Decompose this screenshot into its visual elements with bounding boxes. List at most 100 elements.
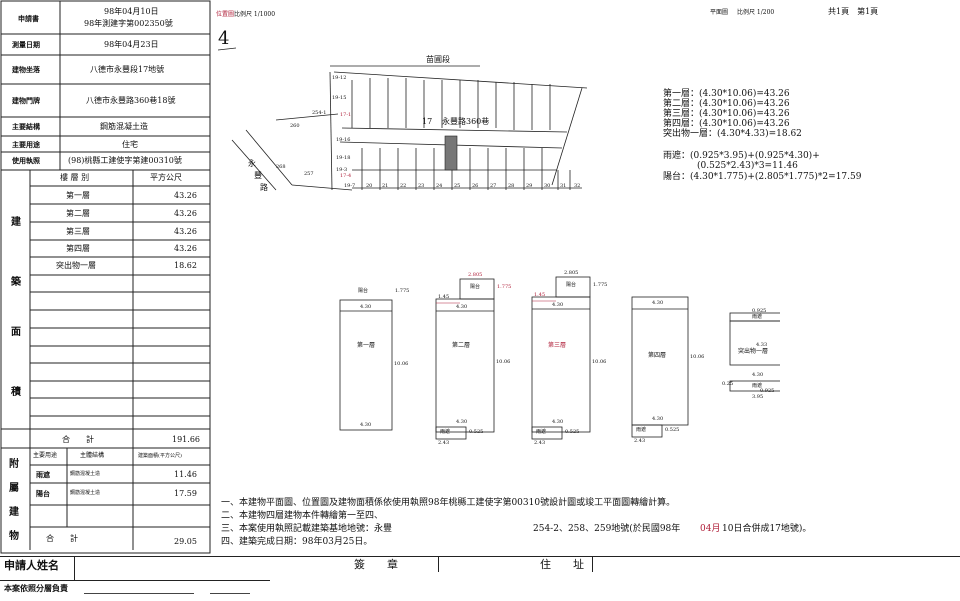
bottom-lot-20: 20 xyxy=(366,183,373,189)
license-label: 使用執照 xyxy=(12,156,40,165)
bottom-lot-28: 28 xyxy=(508,183,515,189)
plan-floor3-depth: 10.06 xyxy=(592,359,607,365)
plan-floor4-rain-width: 2.43 xyxy=(634,438,646,444)
side-lot-4: 17-4 xyxy=(340,173,352,179)
alley-label: 永豐路360巷 xyxy=(442,117,490,126)
plan-floor4-rain-depth: 0.525 xyxy=(665,427,680,433)
plan-roof-depth: 4.33 xyxy=(756,342,768,348)
floor-row-1-name: 第一層 xyxy=(66,191,90,200)
plan-floor2-balcony-depth: 1.775 xyxy=(497,284,512,290)
lot-268: 268 xyxy=(276,164,286,170)
plan-scale: 比例尺 1/200 xyxy=(737,9,775,16)
table-grid xyxy=(0,0,211,554)
top-lot-1: 19-12 xyxy=(332,75,347,81)
plan-floor2-rain: 雨遮 xyxy=(440,429,451,435)
address-label: 住 址 xyxy=(540,558,584,571)
plan-floor2-depth: 10.06 xyxy=(496,359,511,365)
plan-floor3-offset: 1.45 xyxy=(534,292,546,298)
plan-roof-rain-width: 3.95 xyxy=(752,394,764,400)
bottom-lot-31: 31 xyxy=(560,183,567,189)
floor-row-4-area: 43.26 xyxy=(174,244,197,253)
floor-row-2-name: 第二層 xyxy=(66,209,90,218)
attach-use-header: 主要用途 xyxy=(33,452,58,459)
top-lot-3: 254-1 xyxy=(312,110,327,116)
lot-main: 17 xyxy=(422,117,433,126)
floor-row-5-name: 突出物一層 xyxy=(56,261,96,270)
side-lot-5: 19-7 xyxy=(344,183,356,189)
attach-vertical-3: 建 xyxy=(9,507,19,518)
plan-floor4-depth: 10.06 xyxy=(690,354,705,360)
structure-label: 主要結構 xyxy=(12,122,40,131)
bottom-lot-25: 25 xyxy=(454,183,461,189)
disclaimer: 本案依照分層負責 xyxy=(4,583,68,593)
plan-floor2-width: 4.30 xyxy=(456,304,468,310)
attach-total-value: 29.05 xyxy=(174,537,197,546)
attach-struct-header: 主體結構 xyxy=(80,452,105,459)
calc-line-4: 第四層：(4.30*10.06)=43.26 xyxy=(663,119,790,129)
side-lot-3: 19-3 xyxy=(336,167,348,173)
road-top-label: 苗圃段 xyxy=(426,55,450,64)
applicant-label: 申請書 xyxy=(18,14,39,23)
plan-roof-rain-depth-top: 0.925 xyxy=(752,308,767,314)
plan-floor1-depth: 10.06 xyxy=(394,361,409,367)
plan-floor2-width-bottom: 4.30 xyxy=(456,419,468,425)
plan-roof-rain-bottom: 雨遮 xyxy=(752,383,763,389)
plan-floor3-balcony: 陽台 xyxy=(566,282,577,288)
attach-total-label: 合 計 xyxy=(46,534,78,543)
plan-floor3-balcony-width: 2.805 xyxy=(564,270,579,276)
attach-row-2-use: 陽台 xyxy=(36,489,50,498)
plan-floor4-width-bottom: 4.30 xyxy=(652,416,664,422)
plan-floor2-rain-width: 2.43 xyxy=(438,440,450,446)
calc-line-5: 突出物一層：(4.30*4.33)=18.62 xyxy=(663,129,802,139)
location-value: 八德市永豐段17地號 xyxy=(90,65,165,74)
attach-row-1-use: 雨遮 xyxy=(36,470,50,479)
door-label: 建物門牌 xyxy=(12,96,40,105)
floor-row-2-area: 43.26 xyxy=(174,209,197,218)
plan-floor3-label: 第三層 xyxy=(548,342,567,349)
floor-plans: 第一層 陽台 4.30 4.30 10.06 1.775 第二層 2.805 陽… xyxy=(320,265,786,450)
survey-date-label: 測量日期 xyxy=(12,40,40,49)
attach-row-1-area: 11.46 xyxy=(174,470,197,479)
location-map-drawing xyxy=(217,47,588,191)
plan-floor1-width-bottom: 4.30 xyxy=(360,422,372,428)
applicant-no: 98年測建字第002350號 xyxy=(84,19,173,28)
building-info-table: 申請書 98年04月10日 98年測建字第002350號 測量日期 98年04月… xyxy=(0,0,211,557)
survey-date: 98年04月23日 xyxy=(104,40,159,49)
total-label: 合 計 xyxy=(62,435,94,444)
note-3a: 三、本案使用執照記載建築基地地號：永豐 xyxy=(221,524,393,534)
footer-sep-2 xyxy=(438,556,439,572)
floor-row-3-name: 第三層 xyxy=(66,227,90,236)
attach-row-1-struct: 鋼筋混凝土造 xyxy=(70,471,101,477)
seal-label: 簽 章 xyxy=(354,558,398,571)
floor-header: 樓 層 別 xyxy=(60,173,90,182)
note-3c: 04月 xyxy=(700,524,721,534)
attach-row-2-area: 17.59 xyxy=(174,489,197,498)
attach-row-2-struct: 鋼筋混凝土造 xyxy=(70,490,101,496)
location-scale: 比例尺 1/1000 xyxy=(234,11,276,18)
plan-floor2-label: 第二層 xyxy=(452,342,471,349)
bottom-lot-26: 26 xyxy=(472,183,479,189)
calc-line-3: 第三層：(4.30*10.06)=43.26 xyxy=(663,109,790,119)
area-vertical-3: 面 xyxy=(11,327,21,338)
plan-roof-rain-top: 雨遮 xyxy=(752,314,763,320)
location-map: 4 苗圃段 永豐路360巷 17 永 豐 路 260 268 257 19-12… xyxy=(212,20,612,210)
bottom-lot-24: 24 xyxy=(436,183,443,189)
north-arrow: 4 xyxy=(218,28,230,49)
floor-row-3-area: 43.26 xyxy=(174,227,197,236)
total-value: 191.66 xyxy=(172,435,200,444)
bottom-lot-29: 29 xyxy=(526,183,533,189)
location-label: 建物坐落 xyxy=(12,65,40,74)
road-left-1: 永 xyxy=(248,159,256,168)
plan-floor3-rain-width: 2.43 xyxy=(534,440,546,446)
plan-floor1-balcony: 陽台 xyxy=(358,288,369,294)
plan-roof-label: 突出物一層 xyxy=(738,348,769,355)
area-vertical-2: 築 xyxy=(11,277,21,288)
attach-vertical-2: 屬 xyxy=(9,483,19,494)
attach-vertical-4: 物 xyxy=(9,531,19,542)
note-3d: 10日合併成17地號)。 xyxy=(722,524,812,534)
footer-sep-3 xyxy=(592,556,593,572)
footer-blank-2 xyxy=(210,583,250,594)
footer-sep-1 xyxy=(74,556,75,580)
note-4: 四、建築完成日期：98年03月25日。 xyxy=(221,537,373,547)
calc-balcony: 陽台：(4.30*1.775)+(2.805*1.775)*2=17.59 xyxy=(663,172,862,182)
